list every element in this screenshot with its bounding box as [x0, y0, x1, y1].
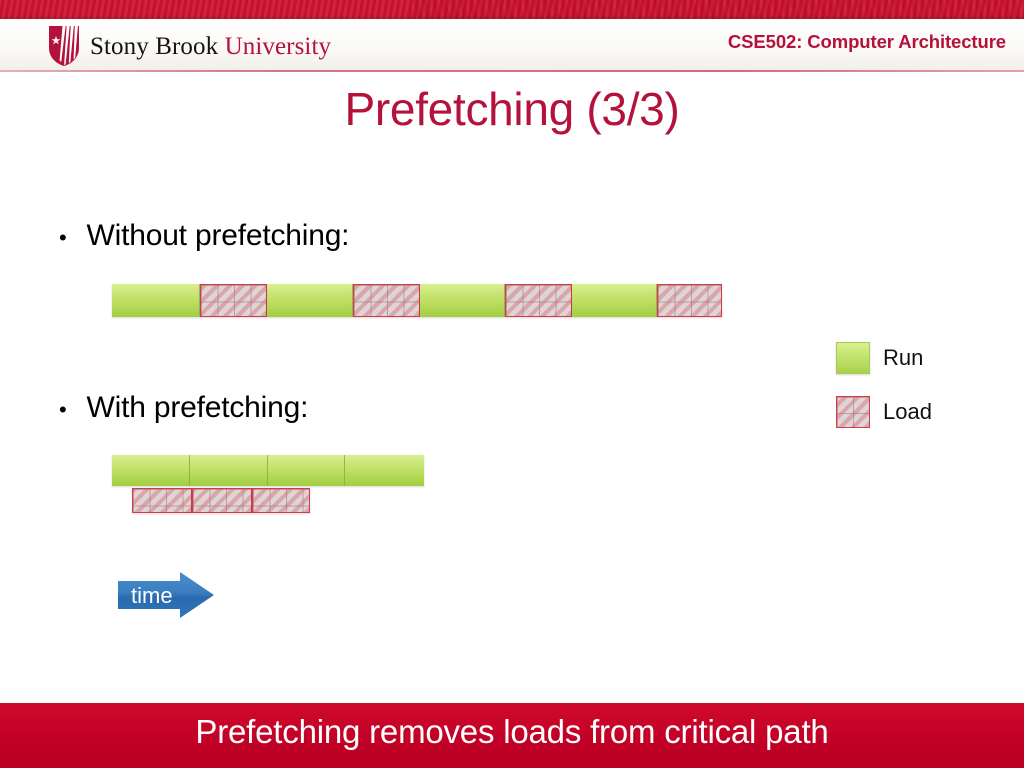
- stony-brook-logo: Stony Brook University: [47, 24, 331, 68]
- load-segment: [132, 488, 192, 513]
- run-segment: [420, 284, 505, 317]
- run-segment: [112, 284, 200, 317]
- load-segment: [353, 284, 420, 317]
- bullet-label: Without prefetching:: [86, 219, 350, 252]
- legend-item-run: Run: [836, 342, 923, 374]
- load-segment: [200, 284, 267, 317]
- logo-text-university: University: [224, 32, 332, 60]
- header-divider: [0, 70, 1024, 72]
- load-swatch-icon: [836, 396, 870, 428]
- course-title: CSE502: Computer Architecture: [727, 31, 1006, 52]
- run-swatch-icon: [836, 342, 870, 374]
- load-segment: [192, 488, 252, 513]
- banner-ray-pattern: [0, 0, 1024, 19]
- time-axis-label: time: [131, 583, 173, 608]
- load-segment: [505, 284, 572, 317]
- legend-label-load: Load: [883, 399, 932, 424]
- run-segment: [268, 455, 345, 486]
- bullet-label: With prefetching:: [86, 391, 309, 424]
- footer-banner: [0, 703, 1024, 768]
- bullet-marker-icon: •: [59, 397, 67, 422]
- bullet-without-prefetching: • Without prefetching:: [59, 219, 350, 253]
- run-segment: [112, 455, 190, 486]
- top-decorative-banner: [0, 0, 1024, 19]
- run-segment: [572, 284, 657, 317]
- logo-wordmark: Stony Brook University: [90, 34, 331, 59]
- run-segment: [190, 455, 268, 486]
- slide-title: Prefetching (3/3): [344, 83, 680, 135]
- load-segment: [252, 488, 310, 513]
- bullet-marker-icon: •: [59, 225, 67, 250]
- load-segment: [657, 284, 722, 317]
- run-segment: [345, 455, 424, 486]
- legend-label-run: Run: [883, 345, 924, 370]
- bullet-with-prefetching: • With prefetching:: [59, 391, 308, 425]
- shield-star-icon: [47, 24, 81, 68]
- legend-item-load: Load: [836, 396, 932, 428]
- banner-bottom-shade: [0, 14, 1024, 19]
- right-arrow-icon: [118, 572, 214, 618]
- footer-takeaway-text: Prefetching removes loads from critical …: [195, 713, 829, 750]
- banner-ray-pattern-secondary: [409, 0, 1024, 19]
- slide-header: [0, 19, 1024, 71]
- run-segment: [267, 284, 353, 317]
- logo-text-stony-brook: Stony Brook: [90, 32, 225, 60]
